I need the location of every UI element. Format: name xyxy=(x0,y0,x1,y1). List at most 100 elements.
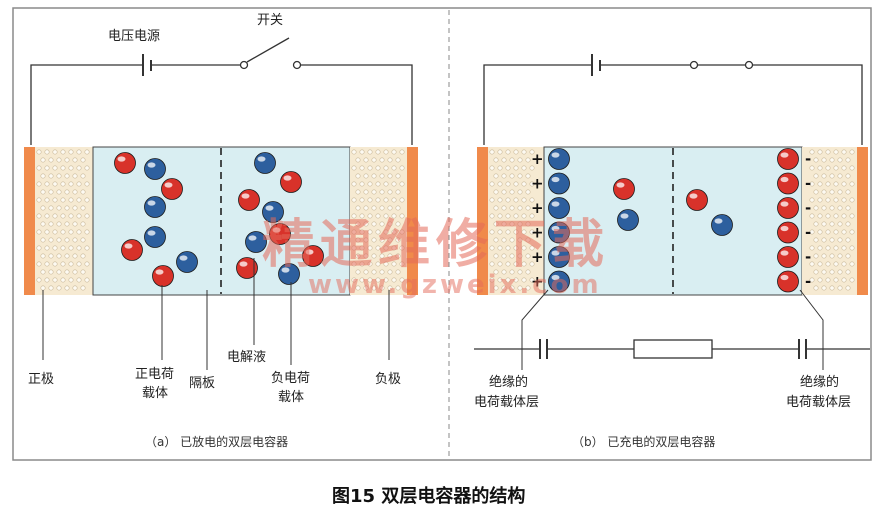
pore-dot xyxy=(517,269,523,275)
pore-dot xyxy=(489,261,495,267)
ion-highlight xyxy=(714,218,723,224)
pore-dot xyxy=(493,205,499,211)
pore-dot xyxy=(48,269,54,275)
pore-dot xyxy=(829,173,835,179)
pore-dot xyxy=(48,285,54,291)
ion-highlight xyxy=(551,176,560,183)
positive-ion xyxy=(114,152,136,174)
pore-dot xyxy=(359,277,365,283)
pore-dot xyxy=(509,285,515,291)
pore-dot xyxy=(845,269,851,275)
pore-dot xyxy=(375,149,381,155)
pore-dot xyxy=(505,181,511,187)
pore-dot xyxy=(821,253,827,259)
pore-dot xyxy=(513,213,519,219)
pore-dot xyxy=(493,269,499,275)
pore-dot xyxy=(387,285,393,291)
pore-dot xyxy=(825,261,831,267)
pore-dot xyxy=(395,157,401,163)
pore-dot xyxy=(355,253,361,259)
pore-dot xyxy=(399,261,405,267)
pore-dot xyxy=(383,213,389,219)
pore-dot xyxy=(367,229,373,235)
pore-dot xyxy=(72,285,78,291)
pore-dot xyxy=(363,285,369,291)
pore-dot xyxy=(825,277,831,283)
pore-dot xyxy=(64,205,70,211)
pore-dot xyxy=(52,261,58,267)
pore-dot xyxy=(509,221,515,227)
pore-dot xyxy=(841,229,847,235)
panel-b-left-electrode xyxy=(477,147,488,295)
plus-sign: + xyxy=(531,199,544,217)
pore-dot xyxy=(80,269,86,275)
pore-dot xyxy=(849,149,855,155)
pore-dot xyxy=(48,189,54,195)
plus-sign: + xyxy=(531,273,544,291)
pore-dot xyxy=(525,285,531,291)
pore-dot xyxy=(48,221,54,227)
pore-dot xyxy=(525,253,531,259)
ion-highlight xyxy=(551,225,560,232)
pore-dot xyxy=(829,285,835,291)
panel-b-equivalent-circuit xyxy=(474,339,870,359)
pore-dot xyxy=(359,261,365,267)
ion-highlight xyxy=(239,261,248,267)
pore-dot xyxy=(60,149,66,155)
pore-dot xyxy=(809,181,815,187)
pore-dot xyxy=(36,181,42,187)
positive-ion xyxy=(777,246,799,268)
pore-dot xyxy=(84,197,90,203)
pore-dot xyxy=(497,229,503,235)
pore-dot xyxy=(60,261,66,267)
pore-dot xyxy=(84,165,90,171)
pore-dot xyxy=(363,237,369,243)
pore-dot xyxy=(521,165,527,171)
pore-dot xyxy=(813,269,819,275)
pore-dot xyxy=(391,213,397,219)
pore-dot xyxy=(64,173,70,179)
pore-dot xyxy=(837,157,843,163)
pore-dot xyxy=(64,285,70,291)
ion-highlight xyxy=(164,182,173,188)
pore-dot xyxy=(375,181,381,187)
pore-dot xyxy=(391,197,397,203)
pore-dot xyxy=(351,245,357,251)
pore-dot xyxy=(367,213,373,219)
pore-dot xyxy=(60,245,66,251)
pore-dot xyxy=(80,253,86,259)
pore-dot xyxy=(501,237,507,243)
pore-dot xyxy=(833,149,839,155)
pore-dot xyxy=(40,173,46,179)
pore-dot xyxy=(809,149,815,155)
pore-dot xyxy=(383,245,389,251)
pore-dot xyxy=(497,277,503,283)
pore-dot xyxy=(849,213,855,219)
pore-dot xyxy=(371,269,377,275)
pore-dot xyxy=(84,213,90,219)
pore-dot xyxy=(76,149,82,155)
pore-dot xyxy=(825,197,831,203)
panel-a-circuit xyxy=(30,37,413,145)
pore-dot xyxy=(399,229,405,235)
pore-dot xyxy=(399,165,405,171)
separator-label: 隔板 xyxy=(189,376,215,391)
pore-dot xyxy=(60,229,66,235)
pore-dot xyxy=(849,277,855,283)
pore-dot xyxy=(493,173,499,179)
pore-dot xyxy=(387,269,393,275)
negative-ion xyxy=(254,152,276,174)
pore-dot xyxy=(367,165,373,171)
pore-dot xyxy=(813,173,819,179)
ion-highlight xyxy=(305,249,314,255)
panel-a-left-electrode xyxy=(24,147,35,295)
pore-dot xyxy=(371,221,377,227)
positive-ion xyxy=(280,171,302,193)
pore-dot xyxy=(72,157,78,163)
negative-ion xyxy=(144,158,166,180)
pore-dot xyxy=(359,213,365,219)
pore-dot xyxy=(513,165,519,171)
pore-dot xyxy=(84,229,90,235)
pore-dot xyxy=(489,229,495,235)
pore-dot xyxy=(84,261,90,267)
